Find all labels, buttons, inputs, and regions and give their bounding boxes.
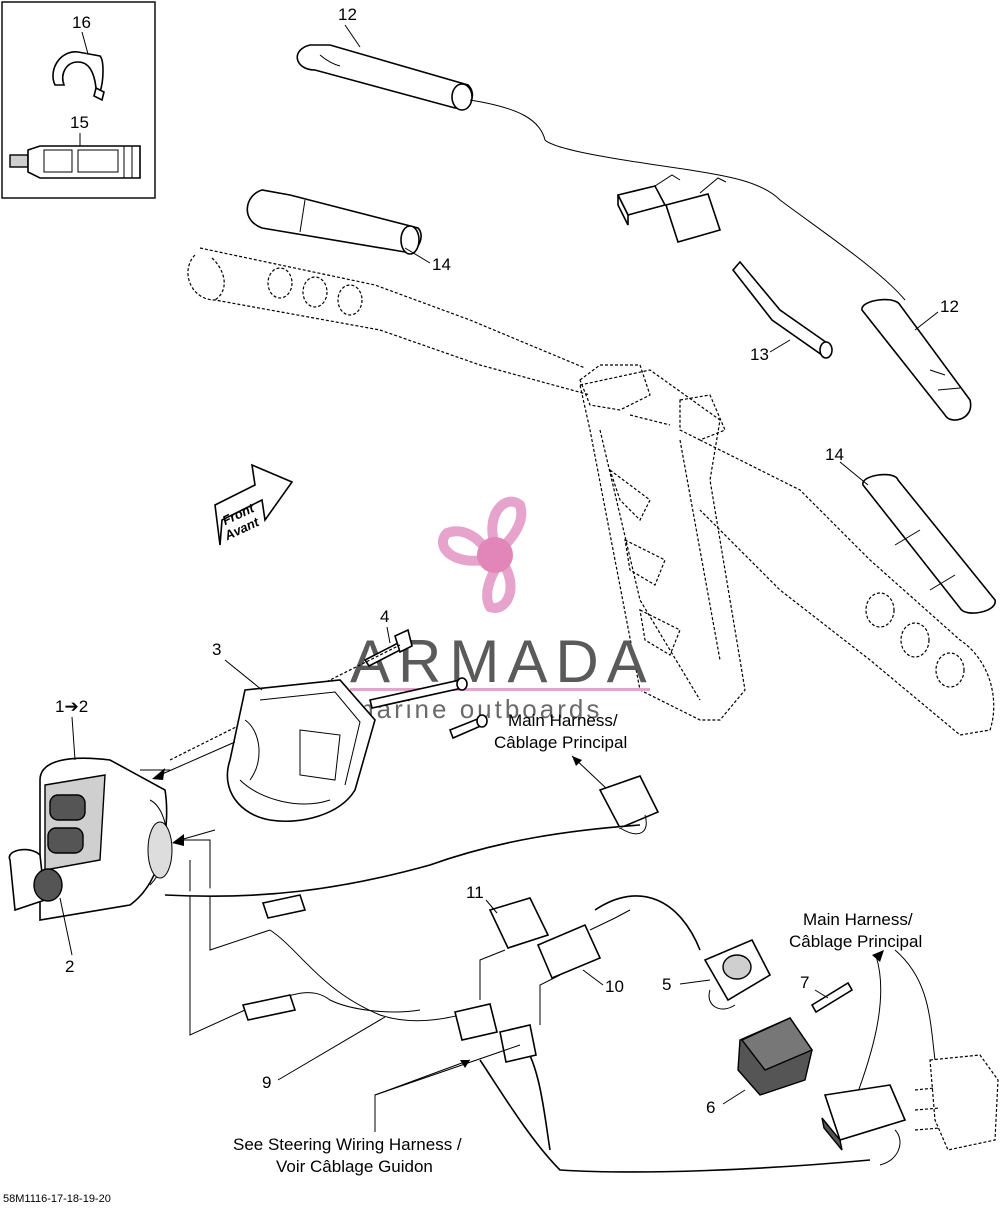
part-12-heated-grip-right <box>861 298 972 421</box>
callout-14-top: 14 <box>432 255 451 274</box>
callout-1-2: 1➔2 <box>55 697 88 716</box>
reference-code: 58M1116-17-18-19-20 <box>3 1193 111 1205</box>
part-11-connector <box>488 897 550 949</box>
callout-12-top: 12 <box>338 5 357 24</box>
callout-6: 6 <box>706 1098 715 1117</box>
explode-arrows <box>152 741 271 1036</box>
main-harness-right-label-line1: Main Harness/ <box>803 910 913 929</box>
part-10-connector <box>536 909 631 980</box>
callout-16: 16 <box>72 13 91 32</box>
steering-harness-label-line1: See Steering Wiring Harness / <box>233 1135 462 1154</box>
front-direction-arrow: Front Avant <box>214 463 294 546</box>
part-13-tube <box>731 260 833 359</box>
callout-14-right: 14 <box>825 445 844 464</box>
watermark: ARMADA marine outboards <box>350 496 650 724</box>
callout-5: 5 <box>662 975 671 994</box>
callout-9: 9 <box>262 1073 271 1092</box>
callout-15: 15 <box>70 113 89 132</box>
callout-12-right: 12 <box>940 297 959 316</box>
propeller-logo-icon <box>437 496 527 613</box>
part-15-tube <box>9 145 141 179</box>
control-module <box>821 1054 999 1151</box>
part-5-switch <box>703 938 772 1010</box>
harness-wires <box>164 824 901 1173</box>
part-7-pin <box>810 981 854 1014</box>
main-harness-connector-top <box>598 775 660 835</box>
part-14-sleeve-right <box>862 473 996 614</box>
main-harness-top-label-line2: Câblage Principal <box>494 733 627 752</box>
callout-3: 3 <box>212 640 221 659</box>
inset-box: 16 15 <box>1 1 156 199</box>
callout-13: 13 <box>750 345 769 364</box>
callout-2: 2 <box>65 957 74 976</box>
callout-10: 10 <box>605 977 624 996</box>
callout-7: 7 <box>800 973 809 992</box>
part-14-sleeve-top <box>246 189 422 255</box>
part-4-screws <box>169 628 488 761</box>
callout-4: 4 <box>380 607 389 626</box>
main-harness-right-label-line2: Câblage Principal <box>789 932 922 951</box>
callout-11: 11 <box>466 883 484 902</box>
harness-plugs <box>241 894 537 1063</box>
part-12-heated-grip-top <box>296 44 906 301</box>
part-6-cap <box>737 1017 814 1096</box>
part-3-housing <box>226 679 376 823</box>
handlebar <box>187 247 995 736</box>
part-1-2-switch-assembly <box>8 757 173 921</box>
steering-harness-label-line2: Voir Câblage Guidon <box>276 1157 433 1176</box>
part-16-clamp <box>52 51 105 102</box>
grip-connectors <box>616 174 727 243</box>
main-harness-top-label-line1: Main Harness/ <box>508 711 618 730</box>
